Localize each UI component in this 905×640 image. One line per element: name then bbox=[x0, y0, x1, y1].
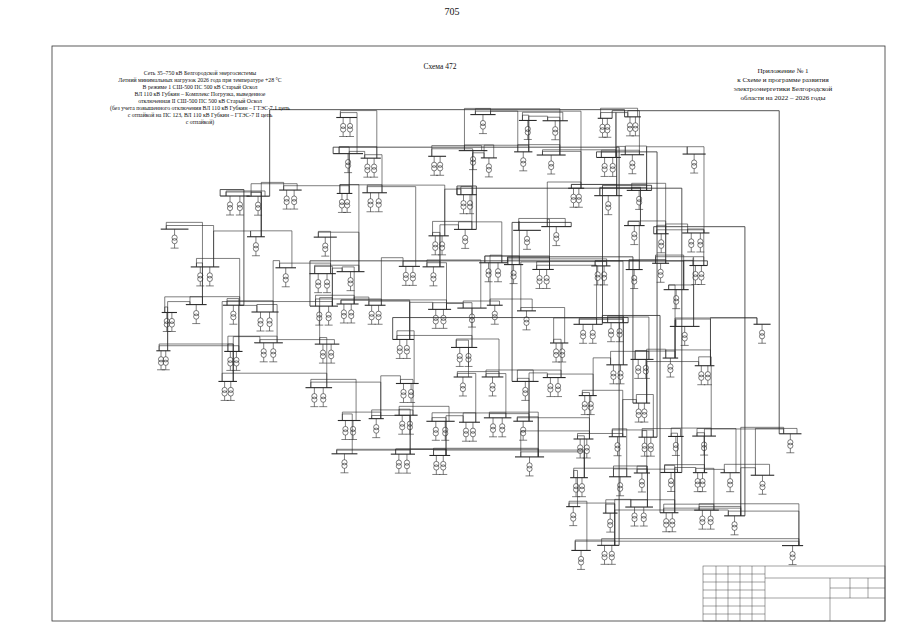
scheme-note: В режиме 1 СШ-500 ПС 500 кВ Старый Оскол bbox=[143, 84, 258, 90]
scheme-note: с отпайкой на ПС 123, ВЛ 110 кВ Губкин –… bbox=[128, 112, 273, 118]
scheme-note: с отпайкой) bbox=[186, 119, 215, 125]
appendix-note: Приложение № 1 bbox=[757, 68, 808, 76]
scheme-title: Схема 472 bbox=[423, 63, 456, 71]
scheme-note: Летний минимальных нагрузок 2026 года пр… bbox=[118, 77, 281, 83]
single-line-scheme bbox=[156, 108, 803, 569]
scheme-note: (без учета повышенного отключения ВЛ 110… bbox=[110, 105, 290, 111]
page-number: 705 bbox=[445, 6, 460, 17]
scheme-note: отключенная II СШ-500 ПС 500 кВ Старый О… bbox=[138, 98, 262, 104]
title-block bbox=[703, 566, 885, 621]
appendix-note: к Схеме и программе развития bbox=[737, 77, 828, 85]
appendix-note: области на 2022 – 2026 годы bbox=[741, 95, 826, 103]
appendix-note: электроэнергетики Белгородской bbox=[734, 86, 833, 94]
drawing-frame bbox=[52, 46, 885, 621]
scheme-note: Сеть 35–750 кВ Белгородской энергосистем… bbox=[144, 70, 256, 76]
scheme-note: ВЛ 110 кВ Губкин – Комплекс Погрузка, вы… bbox=[135, 91, 266, 97]
